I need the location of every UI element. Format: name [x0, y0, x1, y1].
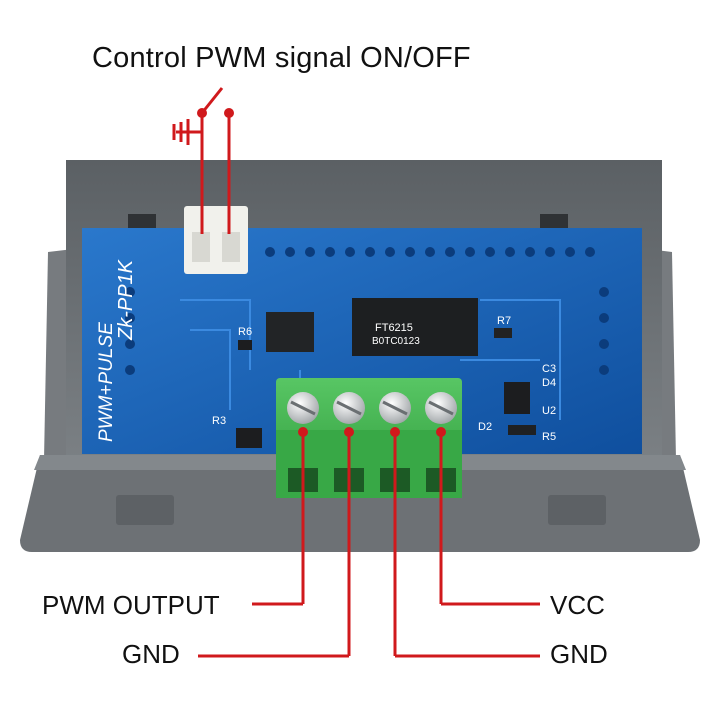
signal-connector [184, 206, 248, 274]
gnd-right-label: GND [550, 639, 608, 669]
svg-text:PWM+PULSE: PWM+PULSE [96, 322, 117, 442]
svg-text:U2: U2 [542, 405, 556, 417]
svg-text:FT6215: FT6215 [375, 322, 413, 334]
svg-text:R7: R7 [497, 315, 511, 327]
svg-text:D4: D4 [542, 377, 556, 389]
title-label: Control PWM signal ON/OFF [92, 42, 471, 74]
wire-endpoints [197, 108, 446, 437]
svg-text:R5: R5 [542, 431, 556, 443]
svg-text:D2: D2 [478, 421, 492, 433]
vcc-label: VCC [550, 590, 605, 620]
gnd-left-label: GND [122, 639, 180, 669]
svg-text:Zk-PP1K: Zk-PP1K [115, 258, 137, 341]
wiring [172, 87, 540, 658]
pwm-output-label: PWM OUTPUT [42, 590, 220, 620]
terminal-block [276, 378, 462, 498]
svg-text:R6: R6 [238, 326, 252, 338]
svg-text:C3: C3 [542, 363, 556, 375]
svg-text:R3: R3 [212, 415, 226, 427]
svg-text:B0TC0123: B0TC0123 [372, 336, 420, 347]
